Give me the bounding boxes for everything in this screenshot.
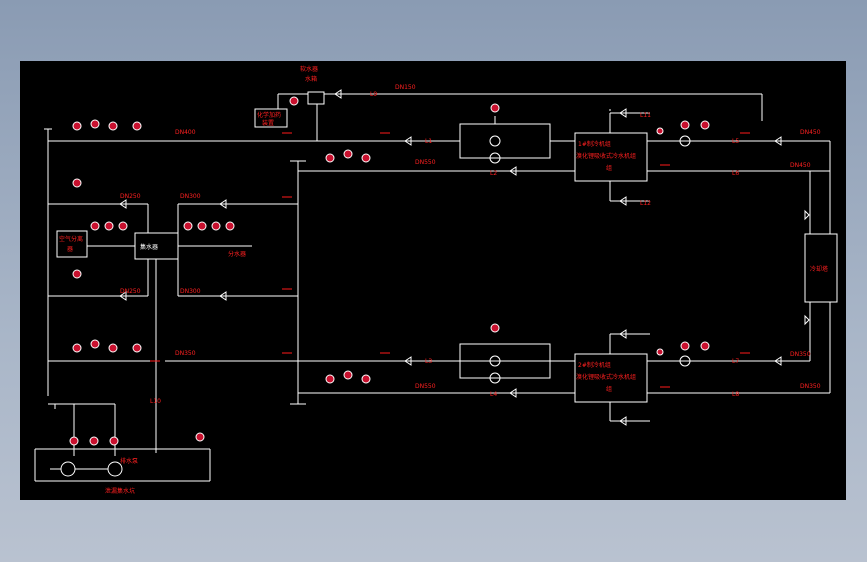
label-dn350-bottom: DN350 xyxy=(175,350,196,357)
label-l4: L4 xyxy=(490,391,497,398)
label-dn450-r2: DN450 xyxy=(790,162,811,169)
label-drain-pit: 泄漏集水坑 xyxy=(105,487,135,495)
label-softener-2: 水箱 xyxy=(305,75,317,83)
label-chem-dosing: 化学加药 xyxy=(257,111,281,119)
label-collector: 集水器 xyxy=(140,243,158,251)
label-l5: L5 xyxy=(732,138,739,145)
label-chiller2: 2#制冷机组 xyxy=(578,361,611,369)
label-dn400-top: DN400 xyxy=(175,129,196,136)
label-l9: L9 xyxy=(370,91,377,98)
label-l10: L10 xyxy=(150,398,161,405)
label-dn350-r4: DN350 xyxy=(800,383,821,390)
label-chiller2-b: 溴化锂吸收式冷水机组 xyxy=(576,373,636,381)
label-air-sep-2: 器 xyxy=(67,246,73,253)
label-dn450-r1: DN450 xyxy=(800,129,821,136)
label-dn550: DN550 xyxy=(415,159,436,166)
label-cooling-tower: 冷却塔 xyxy=(810,265,828,273)
label-dn150: DN150 xyxy=(395,84,416,91)
pressure-gauges xyxy=(69,96,710,446)
label-chiller1-c: 组 xyxy=(606,164,612,172)
label-chiller2-c: 组 xyxy=(606,385,612,393)
pipe-schematic: DN400 DN150 DN550 DN550 DN250 DN300 DN25… xyxy=(34,65,838,495)
label-l2: L2 xyxy=(490,170,497,177)
label-l11: L11 xyxy=(640,112,651,119)
label-drain-pump: 排水泵 xyxy=(120,457,138,465)
label-chem-dosing-2: 装置 xyxy=(262,119,274,127)
label-chiller1-b: 溴化锂吸收式冷水机组 xyxy=(576,152,636,160)
label-l1: L1 xyxy=(425,138,432,145)
label-air-sep: 空气分离 xyxy=(59,235,83,243)
label-dn250-b: DN250 xyxy=(120,288,141,295)
label-l6: L6 xyxy=(732,170,739,177)
label-dn300-top: DN300 xyxy=(180,193,201,200)
label-dn250-a: DN250 xyxy=(120,193,141,200)
label-softener: 软水器 xyxy=(300,65,318,73)
label-dn350-r3: DN350 xyxy=(790,351,811,358)
label-chiller1: 1#制冷机组 xyxy=(578,140,611,148)
label-l3: L3 xyxy=(425,358,432,365)
diagram-canvas: DN400 DN150 DN550 DN550 DN250 DN300 DN25… xyxy=(20,61,846,500)
label-l12: L12 xyxy=(640,200,651,207)
label-dn550-b: DN550 xyxy=(415,383,436,390)
label-l8: L8 xyxy=(732,391,739,398)
label-dn300-mid: DN300 xyxy=(180,288,201,295)
label-l7: L7 xyxy=(732,358,739,365)
label-distributor: 分水器 xyxy=(228,250,246,258)
